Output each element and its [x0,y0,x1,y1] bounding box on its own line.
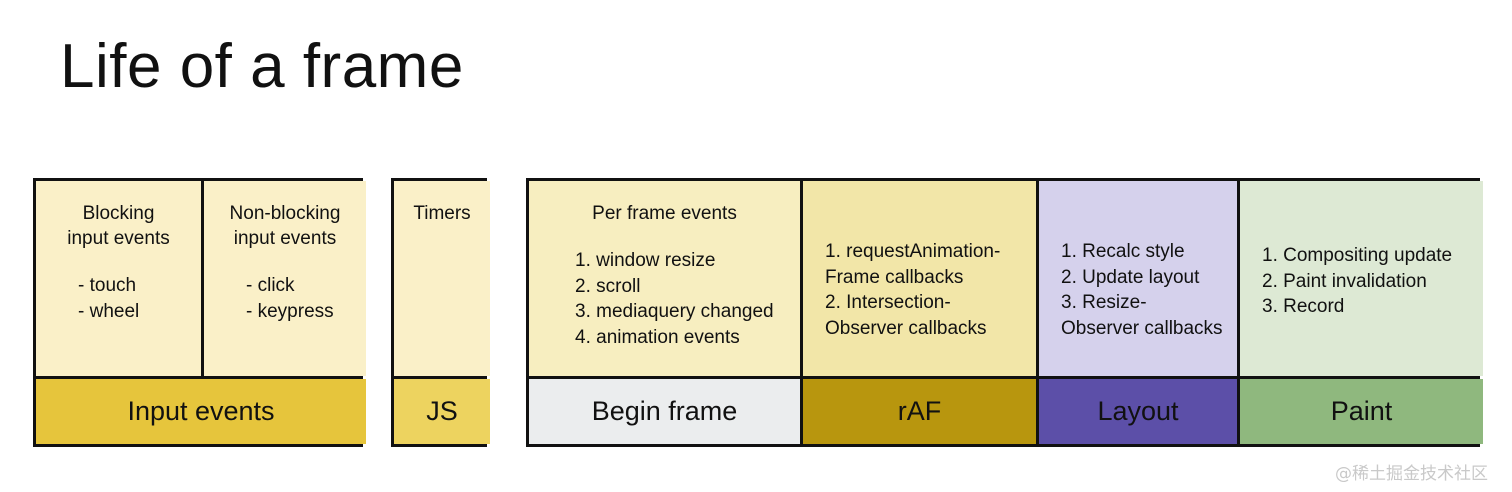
list-item: 2. scroll [575,275,641,297]
list-item: - keypress [246,300,334,322]
footer-layout-label: Layout [1097,396,1179,427]
list-item: 1. requestAnimation- Frame callbacks [825,241,1001,288]
layout-steps: 1. Recalc style 2. Update layout 3. Resize… [1036,181,1237,377]
footer-begin-frame: Begin frame [529,379,800,444]
list-item: 3. Resize- Observer callbacks [1061,292,1223,339]
page-title: Life of a frame [60,32,464,101]
per-frame-events-list: 1. window resize 2. scroll 3. mediaquery c… [529,248,800,350]
list-item: 3. mediaquery changed [575,301,774,322]
per-frame-events: Per frame events 1. window resize 2. scrol… [529,181,800,377]
footer-js-label: JS [426,396,458,427]
frame-pipeline-group: Per frame events 1. window resize 2. scrol… [526,178,1483,447]
footer-raf: rAF [800,379,1036,444]
layout-steps-list: 1. Recalc style 2. Update layout 3. Resize… [1039,239,1237,341]
list-item: 1. Recalc style [1061,241,1185,262]
list-item: - wheel [78,300,140,322]
non-blocking-input-events-title: Non-blocking input events [229,203,341,249]
list-item: - click [246,275,295,296]
footer-layout: Layout [1036,379,1237,444]
list-item: 1. Compositing update [1262,245,1453,266]
non-blocking-input-events: Non-blocking input events - click - keypre… [201,181,366,377]
input-events-group-footer: Input events [36,376,366,444]
input-events-group-body: Blocking input events - touch - wheel Non-b… [36,181,366,377]
list-item: 2. Intersection- Observer callbacks [825,292,987,339]
blocking-input-events-list: - touch - wheel [36,273,201,324]
footer-input-events-label: Input events [127,396,275,427]
blocking-input-events-title: Blocking input events [67,203,170,249]
input-events-group: Blocking input events - touch - wheel Non-b… [33,178,366,447]
footer-raf-label: rAF [897,396,942,427]
footer-paint-label: Paint [1330,396,1393,427]
timers-title: Timers [413,203,471,224]
list-item: 2. Update layout [1061,266,1200,288]
list-item: 1. window resize [575,250,716,271]
list-item: 3. Record [1262,296,1345,317]
footer-js: JS [394,379,490,444]
paint-steps-list: 1. Compositing update 2. Paint invalidati… [1240,243,1483,320]
frame-pipeline-group-footer: Begin frame rAF Layout Paint [529,376,1483,444]
timers-group-body: Timers [394,181,490,377]
paint-steps: 1. Compositing update 2. Paint invalidati… [1237,181,1483,377]
per-frame-events-title: Per frame events [592,203,737,224]
blocking-input-events: Blocking input events - touch - wheel [36,181,201,377]
timers: Timers [394,181,490,377]
list-item: - touch [78,275,137,296]
timers-group-footer: JS [394,376,490,444]
frame-pipeline-group-body: Per frame events 1. window resize 2. scrol… [529,181,1483,377]
list-item: 4. animation events [575,326,740,348]
footer-begin-frame-label: Begin frame [591,396,738,427]
footer-paint: Paint [1237,379,1483,444]
watermark: @稀土掘金技术社区 [1335,464,1488,484]
footer-input-events: Input events [36,379,366,444]
list-item: 2. Paint invalidation [1262,270,1427,292]
non-blocking-input-events-list: - click - keypress [204,273,366,324]
